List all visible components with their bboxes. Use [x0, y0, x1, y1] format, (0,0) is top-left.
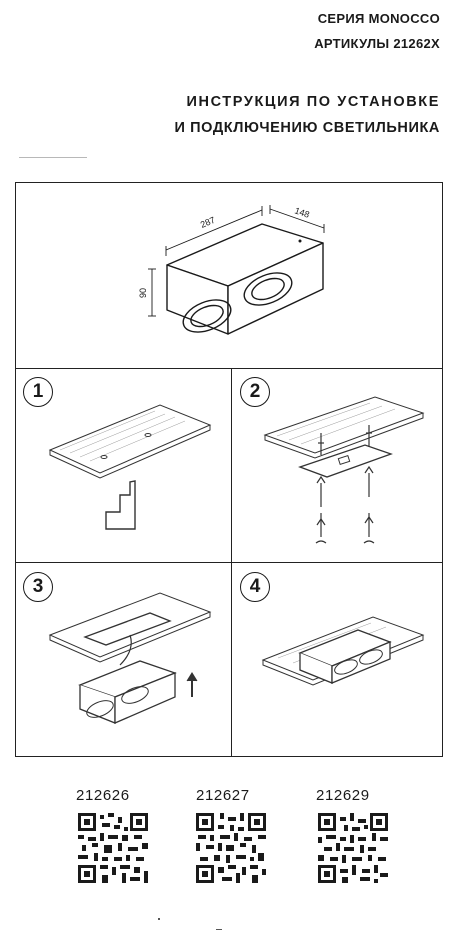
divider [231, 368, 233, 757]
instruction-title-line2: И ПОДКЛЮЧЕНИЮ СВЕТИЛЬНИКА [174, 120, 440, 136]
step-number: 4 [240, 572, 270, 602]
length-dimension: 287 [199, 215, 217, 230]
decorative-mark [216, 929, 222, 930]
divider [15, 562, 443, 564]
decorative-mark [158, 918, 160, 920]
step-number: 1 [23, 377, 53, 407]
article-code: 212629 [316, 787, 370, 804]
step3-wire-connection-diagram [48, 592, 212, 724]
divider [15, 368, 443, 370]
divider [19, 157, 87, 158]
qr-code-icon[interactable] [78, 813, 148, 883]
articles-title: АРТИКУЛЫ 21262X [314, 36, 440, 51]
series-title: СЕРИЯ MONOCCO [317, 11, 440, 26]
height-dimension: 90 [138, 288, 148, 298]
instruction-title-line1: ИНСТРУКЦИЯ ПО УСТАНОВКЕ [186, 94, 440, 110]
step4-installed-luminaire-diagram [261, 616, 425, 686]
step-number: 2 [240, 377, 270, 407]
qr-code-icon[interactable] [196, 813, 266, 883]
article-code: 212627 [196, 787, 250, 804]
article-code: 212626 [76, 787, 130, 804]
instruction-frame [15, 182, 443, 757]
step-number: 3 [23, 572, 53, 602]
qr-code-icon[interactable] [318, 813, 388, 883]
step1-ceiling-marking-diagram [48, 404, 212, 530]
luminaire-dimensions-diagram: 287 148 90 [138, 205, 325, 335]
width-dimension: 148 [293, 205, 310, 219]
step2-bracket-mounting-diagram [263, 396, 425, 544]
